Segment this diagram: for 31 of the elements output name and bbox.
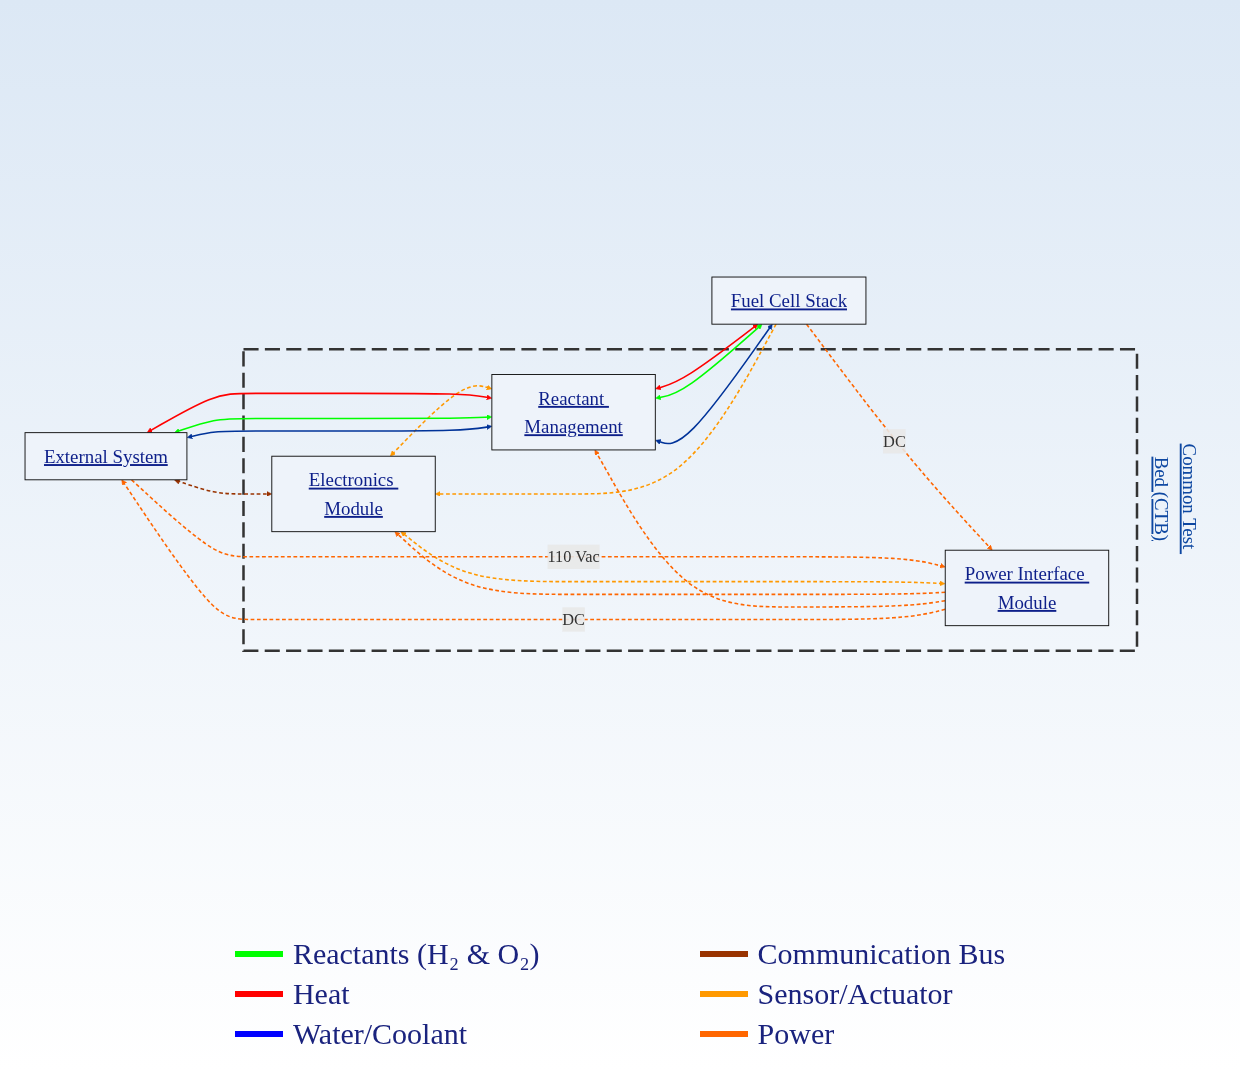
arrow	[130, 478, 946, 568]
legend-label: Power	[757, 1017, 835, 1051]
arrow	[400, 531, 946, 586]
legend-label: Reactants (H₂ & O₂)	[292, 937, 540, 971]
arrow	[146, 392, 493, 433]
arrow	[594, 449, 947, 608]
arrow	[435, 322, 777, 497]
node-box: Power Interface Module	[944, 549, 1110, 626]
node-label: Common Test Bed (CTB)	[1150, 443, 1200, 549]
node-box: Reactant Management	[491, 373, 656, 450]
node-box: External System	[24, 431, 188, 480]
arrow	[655, 323, 759, 390]
legend-label: Heat	[292, 977, 350, 1011]
arrow	[186, 423, 493, 439]
edge-label: DC	[883, 431, 906, 451]
edge-label: DC	[562, 610, 585, 629]
arrow	[805, 322, 993, 551]
edge-label: 110 Vac	[547, 547, 600, 566]
arrow	[174, 478, 273, 497]
node-box: Fuel Cell Stack	[711, 276, 867, 325]
arrow	[121, 479, 947, 620]
legend-label: Sensor/Actuator	[757, 977, 953, 1011]
legend-label: Water/Coolant	[292, 1017, 468, 1051]
cluster	[242, 347, 1139, 652]
arrow	[390, 384, 493, 456]
legend-label: Communication Bus	[757, 937, 1006, 971]
arrow	[655, 323, 773, 445]
node-box: Electronics Module	[271, 455, 436, 532]
arrow	[394, 531, 947, 595]
arrow	[655, 323, 763, 400]
arrow	[174, 414, 493, 434]
